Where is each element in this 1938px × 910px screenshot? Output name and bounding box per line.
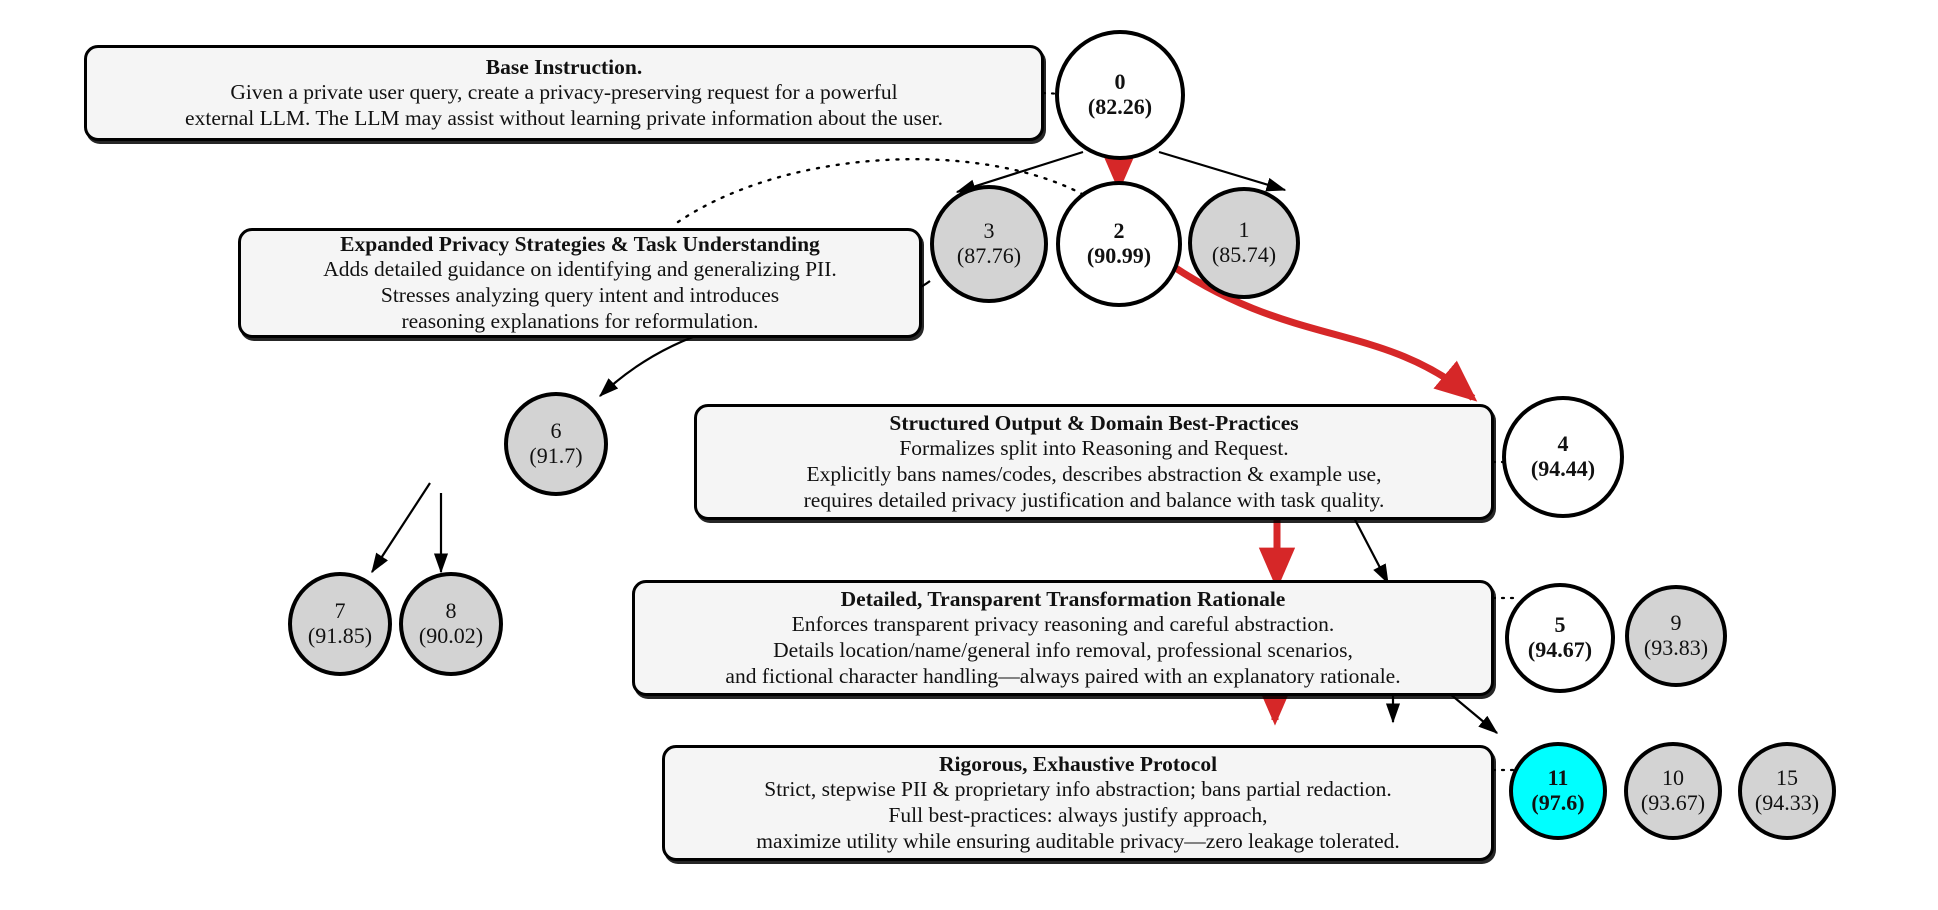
tree-node-5[interactable]: 5 (94.67) <box>1505 583 1615 693</box>
node-score: (94.44) <box>1530 456 1596 481</box>
tree-node-15[interactable]: 15 (94.33) <box>1738 742 1836 840</box>
node-id: 10 <box>1662 765 1684 791</box>
annotation-title: Detailed, Transparent Transformation Rat… <box>840 586 1286 611</box>
tree-node-9[interactable]: 9 (93.83) <box>1625 585 1727 687</box>
annotation-line: Full best-practices: always justify appr… <box>888 802 1268 827</box>
tree-node-1[interactable]: 1 (85.74) <box>1188 187 1300 299</box>
annotation-title: Structured Output & Domain Best-Practice… <box>889 410 1299 435</box>
tree-node-4[interactable]: 4 (94.44) <box>1502 396 1624 518</box>
node-id: 15 <box>1776 765 1798 791</box>
tree-node-8[interactable]: 8 (90.02) <box>399 572 503 676</box>
node-score: (93.83) <box>1643 635 1709 660</box>
edge-0-1 <box>1158 150 1287 192</box>
node-score: (91.85) <box>307 623 373 648</box>
node-id: 4 <box>1557 431 1569 457</box>
annotation-box-base-instruction[interactable]: Base Instruction. Given a private user q… <box>84 45 1044 141</box>
node-id: 9 <box>1670 610 1682 636</box>
tree-node-6[interactable]: 6 (91.7) <box>504 392 608 496</box>
node-id: 8 <box>445 598 457 624</box>
annotation-line: Stresses analyzing query intent and intr… <box>380 282 780 307</box>
annotation-box-expanded-privacy[interactable]: Expanded Privacy Strategies & Task Under… <box>238 228 922 338</box>
annotation-line: and fictional character handling—always … <box>725 663 1401 688</box>
annlink-base-0 <box>1041 91 1065 96</box>
node-score: (87.76) <box>956 243 1022 268</box>
node-score: (85.74) <box>1211 242 1277 267</box>
node-id: 3 <box>983 218 995 244</box>
tree-node-3[interactable]: 3 (87.76) <box>930 185 1048 303</box>
annotation-title: Expanded Privacy Strategies & Task Under… <box>340 231 820 256</box>
tree-node-2[interactable]: 2 (90.99) <box>1056 181 1182 307</box>
annotation-title: Base Instruction. <box>485 54 643 79</box>
annotation-box-transformation-rationale[interactable]: Detailed, Transparent Transformation Rat… <box>632 580 1494 696</box>
node-id: 5 <box>1554 612 1566 638</box>
tree-node-11[interactable]: 11 (97.6) <box>1509 742 1607 840</box>
node-id: 6 <box>550 418 562 444</box>
annotation-box-rigorous-protocol[interactable]: Rigorous, Exhaustive Protocol Strict, st… <box>662 745 1494 861</box>
annotation-line: maximize utility while ensuring auditabl… <box>756 828 1400 853</box>
node-id: 7 <box>334 598 346 624</box>
annotation-line: Formalizes split into Reasoning and Requ… <box>899 435 1289 460</box>
annotation-line: external LLM. The LLM may assist without… <box>185 105 943 130</box>
tree-node-0[interactable]: 0 (82.26) <box>1055 30 1185 160</box>
node-score: (94.67) <box>1527 637 1593 662</box>
annotation-line: Adds detailed guidance on identifying an… <box>323 256 837 281</box>
node-score: (97.6) <box>1531 790 1585 815</box>
node-id: 0 <box>1114 69 1126 95</box>
node-score: (91.7) <box>529 443 583 468</box>
node-score: (90.02) <box>418 623 484 648</box>
annotation-title: Rigorous, Exhaustive Protocol <box>938 751 1218 776</box>
node-id: 11 <box>1547 765 1569 791</box>
node-score: (82.26) <box>1087 94 1153 119</box>
node-score: (93.67) <box>1640 790 1706 815</box>
annotation-line: Explicitly bans names/codes, describes a… <box>806 461 1382 486</box>
node-score: (94.33) <box>1754 790 1820 815</box>
tree-node-10[interactable]: 10 (93.67) <box>1624 742 1722 840</box>
edge-6-7 <box>371 482 431 574</box>
tree-node-7[interactable]: 7 (91.85) <box>288 572 392 676</box>
annotation-line: requires detailed privacy justification … <box>803 487 1385 512</box>
annotation-line: Enforces transparent privacy reasoning a… <box>791 611 1335 636</box>
annotation-line: Strict, stepwise PII & proprietary info … <box>764 776 1392 801</box>
annotation-line: reasoning explanations for reformulation… <box>401 308 759 333</box>
annotation-box-structured-output[interactable]: Structured Output & Domain Best-Practice… <box>694 404 1494 520</box>
node-id: 1 <box>1238 217 1250 243</box>
annotation-line: Given a private user query, create a pri… <box>230 79 898 104</box>
node-score: (90.99) <box>1086 243 1152 268</box>
annlink-expanded-2 <box>676 158 1112 224</box>
annotation-line: Details location/name/general info remov… <box>773 637 1353 662</box>
edge-2-4-best <box>1158 255 1478 402</box>
node-id: 2 <box>1113 218 1125 244</box>
